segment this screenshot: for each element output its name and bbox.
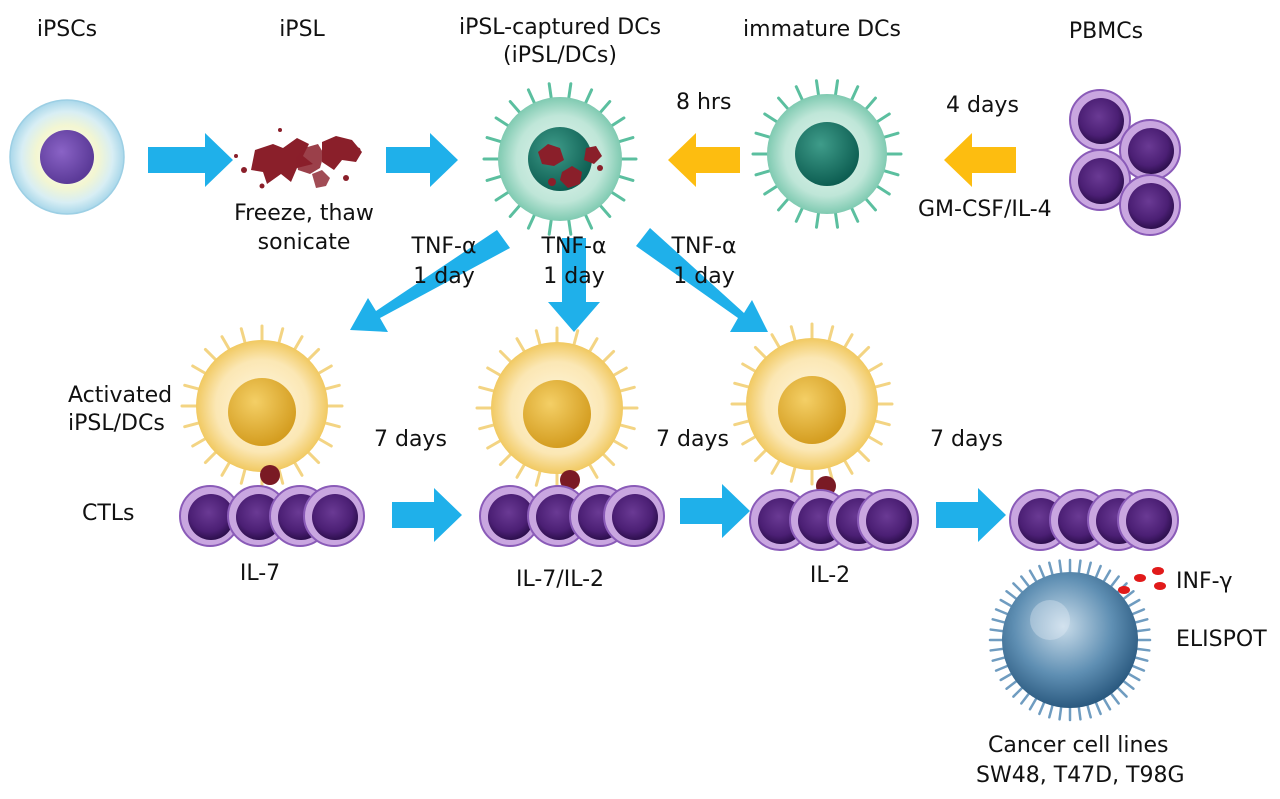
activated-dc-cell-1 bbox=[180, 324, 344, 488]
arrow-tnf-middle bbox=[548, 238, 600, 332]
one-day-label-middle: 1 day bbox=[543, 264, 605, 289]
stage-ipsl-label: iPSL bbox=[279, 17, 325, 42]
arrow-ctl-1-to-2 bbox=[392, 488, 462, 542]
freeze-label-2: sonicate bbox=[257, 230, 351, 255]
ctls-label: CTLs bbox=[82, 501, 135, 526]
arrow-ipsl-to-dcs bbox=[386, 133, 458, 187]
ctl-row-1 bbox=[179, 485, 365, 547]
inf-gamma-label: INF-γ bbox=[1176, 569, 1233, 594]
arrow-tnf-right bbox=[636, 228, 768, 332]
one-day-label-left: 1 day bbox=[413, 264, 475, 289]
freeze-label-1: Freeze, thaw bbox=[234, 201, 374, 226]
elispot-label: ELISPOT bbox=[1176, 627, 1267, 652]
arrow-pbmc-to-immature bbox=[944, 133, 1016, 187]
seven-days-label-1: 7 days bbox=[374, 427, 447, 452]
arrow-tnf-left bbox=[350, 230, 510, 332]
ctl-row-2 bbox=[479, 485, 665, 547]
one-day-label-right: 1 day bbox=[673, 264, 735, 289]
cancer-cell bbox=[988, 558, 1152, 722]
ifn-gamma-dots bbox=[1118, 567, 1166, 594]
tnf-label-middle: TNF-α bbox=[541, 234, 607, 259]
tnf-label-right: TNF-α bbox=[671, 234, 737, 259]
ipsl-captured-dc-cell bbox=[482, 82, 638, 236]
immature-dc-cell bbox=[751, 79, 903, 229]
il2-label: IL-2 bbox=[809, 563, 851, 588]
activated-label-2: iPSL/DCs bbox=[68, 411, 165, 436]
arrow-ipsc-to-ipsl bbox=[148, 133, 233, 187]
four-days-label: 4 days bbox=[946, 93, 1019, 118]
stage-ipscs-label: iPSCs bbox=[36, 17, 98, 42]
il7-label: IL-7 bbox=[239, 561, 281, 586]
activated-dc-cell-2 bbox=[475, 326, 639, 490]
tnf-label-left: TNF-α bbox=[411, 234, 477, 259]
ctl-row-3 bbox=[749, 489, 919, 551]
stage-pbmcs-label: PBMCs bbox=[1068, 19, 1144, 44]
arrow-ctl-3-to-4 bbox=[936, 488, 1006, 542]
seven-days-label-3: 7 days bbox=[930, 427, 1003, 452]
ipsl-lysate bbox=[234, 128, 362, 189]
pbmc-cells bbox=[1069, 89, 1181, 236]
stage-ipsl-dcs-label-1: iPSL-captured DCs bbox=[458, 15, 662, 40]
cancer-label-1: Cancer cell lines bbox=[988, 733, 1169, 758]
il7-il2-label: IL-7/IL-2 bbox=[516, 567, 604, 592]
activated-label-1: Activated bbox=[68, 383, 173, 408]
gmcsf-label: GM-CSF/IL-4 bbox=[918, 197, 1052, 222]
seven-days-label-2: 7 days bbox=[656, 427, 729, 452]
cancer-label-2: SW48, T47D, T98G bbox=[976, 763, 1185, 788]
activated-dc-cell-3 bbox=[730, 322, 894, 496]
arrow-ctl-2-to-3 bbox=[680, 484, 750, 538]
ipsc-cell bbox=[9, 99, 125, 215]
arrow-immature-to-ipsl-dc bbox=[668, 133, 740, 187]
eight-hrs-label: 8 hrs bbox=[676, 90, 732, 115]
stage-immature-dcs-label: immature DCs bbox=[743, 17, 901, 42]
stage-ipsl-dcs-label-2: (iPSL/DCs) bbox=[503, 43, 617, 68]
ctl-row-4 bbox=[1009, 489, 1179, 551]
